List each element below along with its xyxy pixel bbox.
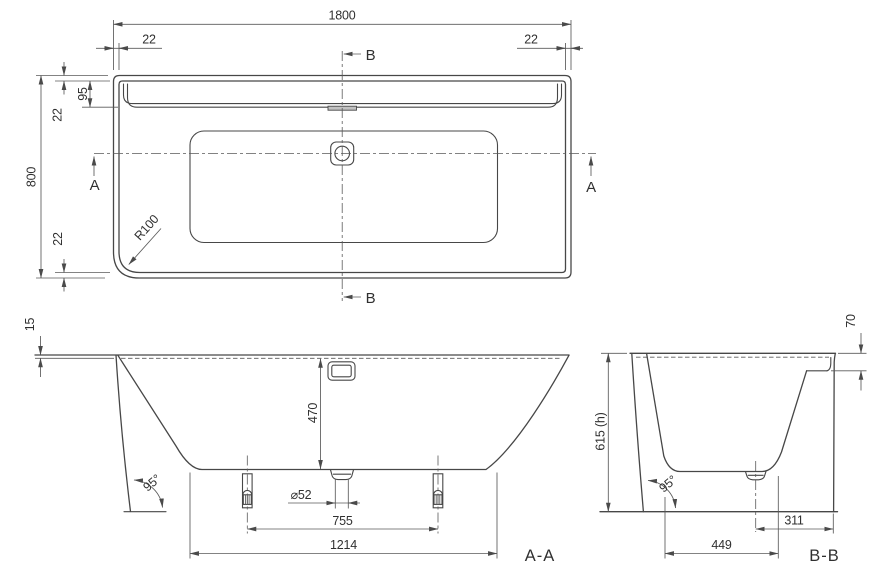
dim-rim-side-top: 22 [51, 62, 110, 122]
dim-label: 22 [524, 33, 538, 47]
section-marker-a-right: A [586, 156, 596, 196]
apron-left [115, 354, 132, 513]
tub-profile [117, 354, 570, 471]
dim-drain-to-edge: 311 [755, 513, 834, 534]
overflow-inner [331, 364, 352, 378]
marker-label: A [586, 179, 596, 196]
dim-inner-depth: 470 [306, 358, 323, 470]
dim-label: 1800 [328, 9, 355, 23]
dim-label: 1214 [330, 538, 357, 552]
dim-apron-angle-bb: 95° [647, 473, 680, 509]
dim-rim-thickness: 15 [23, 318, 43, 377]
outer-right-edge [832, 353, 836, 513]
dim-drain-diameter: ⌀52 [288, 479, 360, 509]
dim-corner-radius: R100 [128, 212, 162, 265]
foot-left [241, 455, 253, 534]
overflow-outer [327, 361, 356, 381]
dim-label: 22 [142, 33, 156, 47]
dim-apron-angle-aa: 95° [133, 472, 164, 508]
dim-overall-width: 800 [25, 75, 108, 279]
dim-label: 15 [23, 318, 37, 332]
section-aa-label: A-A [525, 547, 556, 565]
dim-base-width: 449 [664, 476, 779, 559]
section-marker-a-left: A [90, 156, 100, 194]
apron-left [631, 352, 645, 513]
tub-profile [645, 352, 808, 473]
dim-label: 70 [844, 314, 858, 328]
marker-label: A [90, 177, 100, 194]
section-bb-view: 70 615 (h) 95° 311 449 B-B [593, 314, 867, 565]
section-marker-b-top: B [343, 47, 376, 64]
dim-label: 470 [306, 403, 320, 424]
drain-fitting [329, 469, 355, 481]
dim-label: R100 [132, 212, 162, 243]
dim-label: 95° [140, 472, 163, 495]
dim-label: 615 (h) [593, 412, 607, 450]
tub-inner-rim [118, 80, 567, 274]
section-aa-view: 15 470 ⌀52 755 1214 [23, 318, 570, 565]
dim-label: 95° [656, 473, 679, 496]
shelf-lip [826, 356, 832, 372]
dim-label: ⌀52 [291, 488, 312, 502]
marker-label: B [366, 290, 376, 307]
drain-fitting [744, 471, 767, 481]
section-marker-b-bottom: B [343, 290, 376, 307]
dim-label: 22 [51, 108, 65, 122]
section-bb-label: B-B [809, 547, 840, 565]
dim-label: 311 [784, 514, 804, 528]
basin-outline [189, 130, 499, 244]
dim-rim-to-shelf: 70 [831, 314, 867, 391]
dim-label: 22 [51, 232, 65, 246]
dim-overall-height: 615 (h) [593, 352, 627, 513]
plan-view: 1800 22 22 800 22 [25, 9, 597, 308]
dim-base-length: 1214 [189, 472, 498, 559]
dim-headrest-shelf: 95 [76, 80, 118, 108]
dim-rim-end-left: 22 [96, 33, 162, 70]
dim-rim-side-bottom: 22 [51, 232, 110, 292]
marker-label: B [366, 47, 376, 64]
dim-rim-end-right: 22 [517, 33, 583, 70]
dim-label: 755 [332, 514, 353, 528]
dim-label: 800 [25, 167, 39, 188]
dim-label: 95 [76, 87, 90, 101]
foot-right [432, 455, 444, 534]
dim-overall-length: 1800 [113, 9, 572, 70]
dim-label: 449 [711, 538, 732, 552]
tub-outer-edge [112, 74, 572, 279]
dim-feet-spacing: 755 [246, 514, 439, 532]
